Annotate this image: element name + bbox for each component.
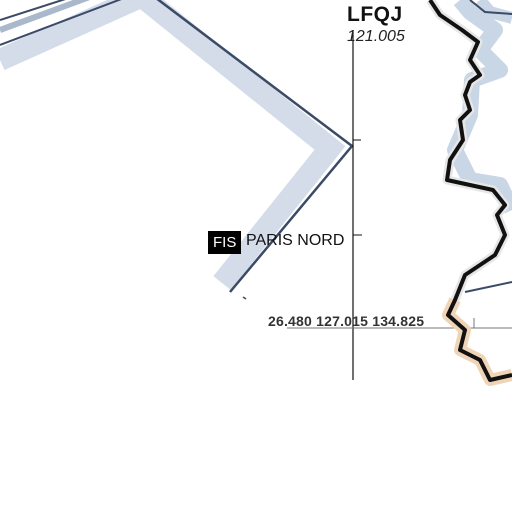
fis-sector-name: PARIS NORD	[246, 232, 345, 249]
country-border	[426, 0, 512, 386]
meridian-line	[287, 30, 512, 380]
aerodrome-icao: LFQJ	[347, 3, 403, 26]
aerodrome-frequency: 121.005	[347, 28, 405, 45]
fis-frequencies: 26.480 127.015 134.825	[268, 313, 425, 329]
fis-sector-boundary	[0, 0, 354, 300]
fis-badge: FIS	[208, 231, 242, 254]
